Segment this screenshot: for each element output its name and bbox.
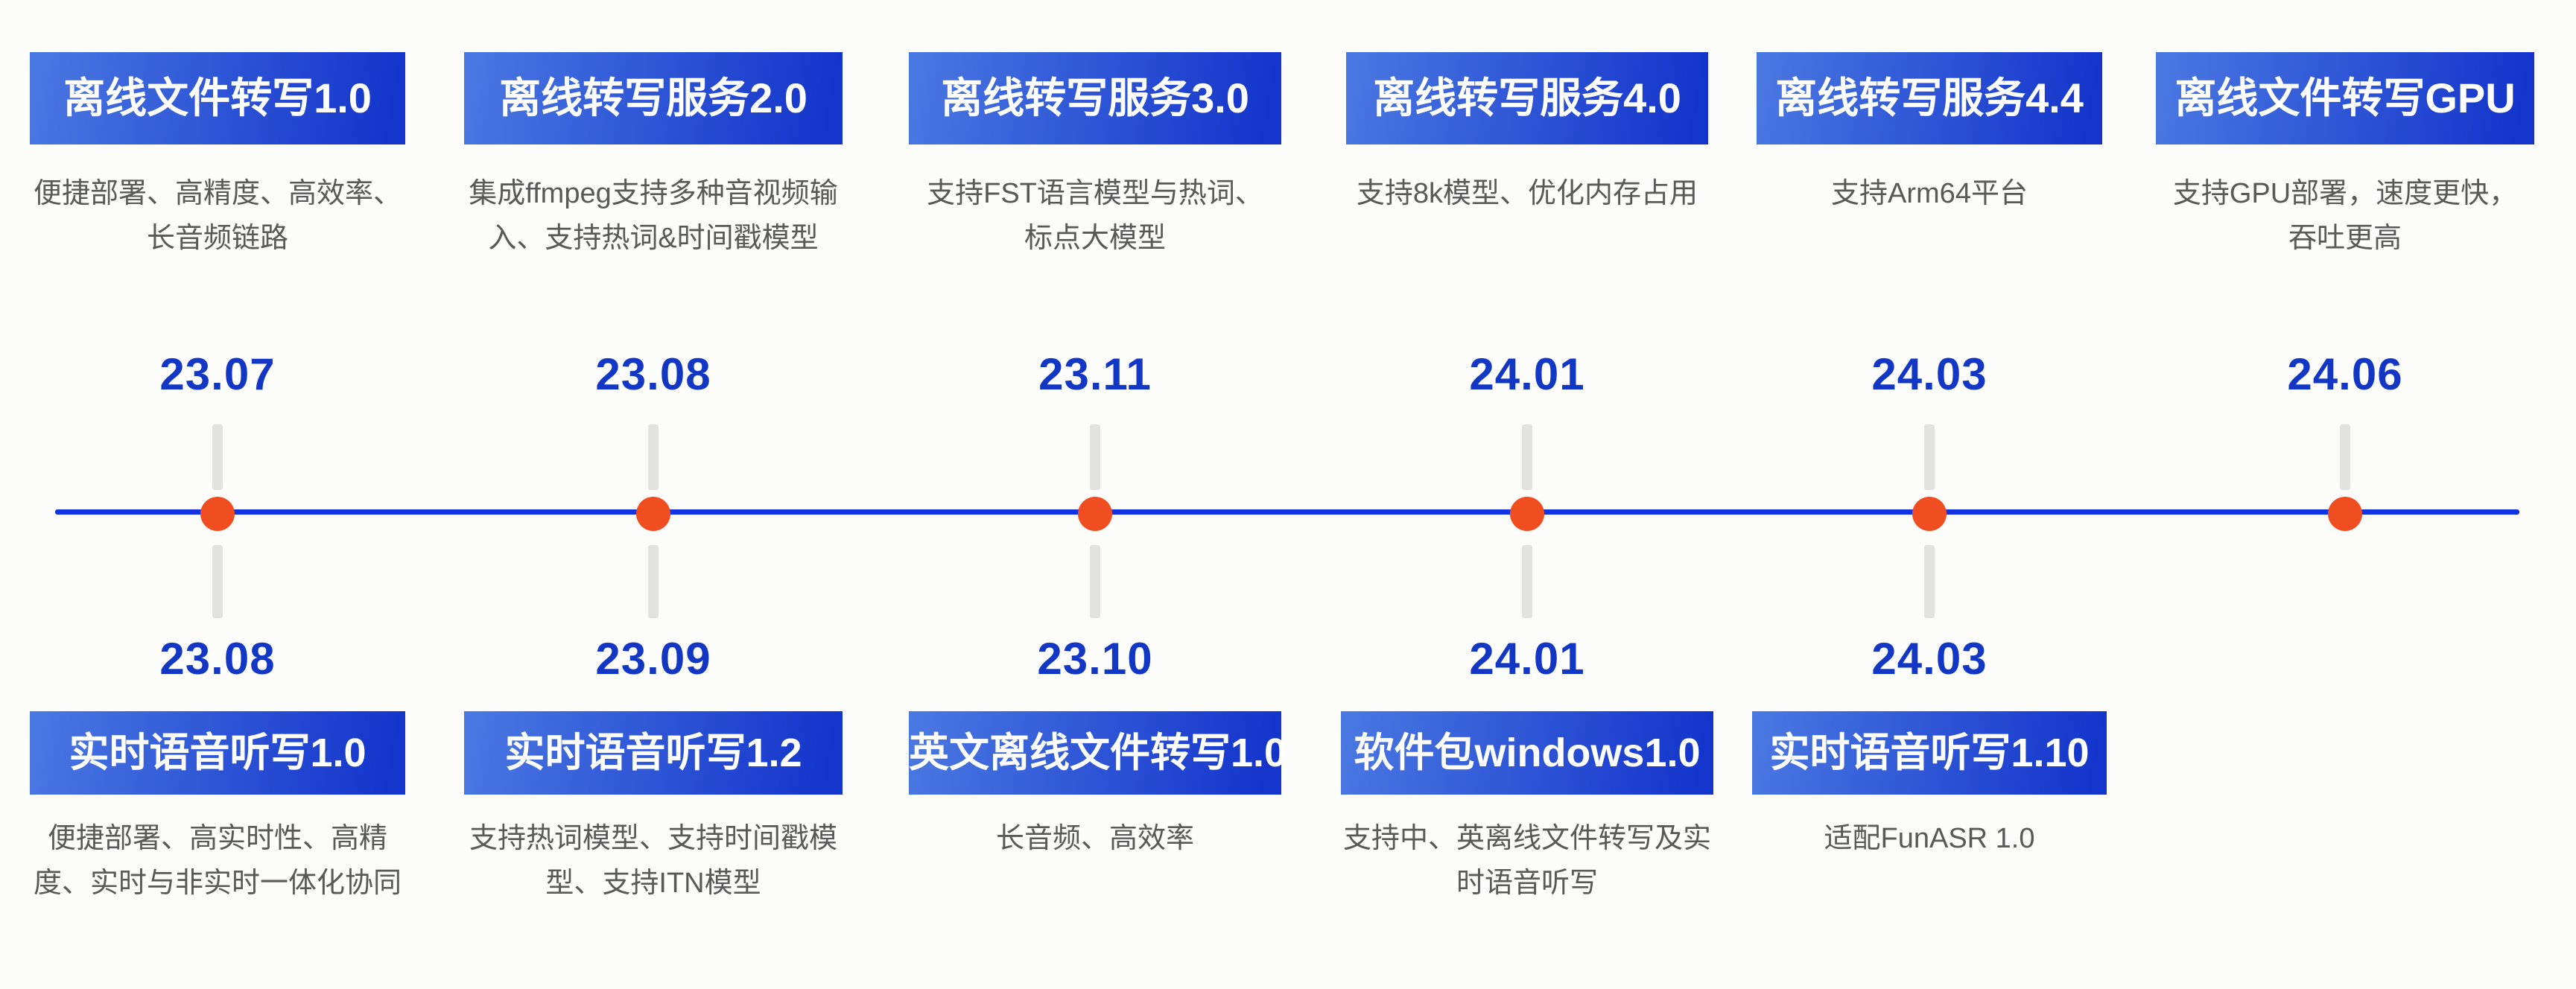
tick-mark xyxy=(1924,545,1935,618)
timeline-dot xyxy=(1510,497,1544,531)
bottom-release-desc: 支持热词模型、支持时间戳模 型、支持ITN模型 xyxy=(469,823,837,899)
top-release-desc: 集成ffmpeg支持多种音视频输 入、支持热词&时间戳模型 xyxy=(469,178,838,254)
bottom-release-desc: 适配FunASR 1.0 xyxy=(1824,823,2035,854)
top-release-badge: 离线文件转写1.0 xyxy=(30,52,405,144)
top-release-date: 23.08 xyxy=(595,349,711,399)
tick-mark xyxy=(212,424,223,490)
bottom-release-desc: 支持中、英离线文件转写及实 时语音听写 xyxy=(1342,823,1711,899)
timeline-dot xyxy=(1912,497,1947,531)
bottom-release-desc: 长音频、高效率 xyxy=(995,823,1194,854)
top-release-desc: 支持8k模型、优化内存占用 xyxy=(1356,178,1698,209)
tick-mark xyxy=(1090,424,1100,490)
top-release-desc: 便捷部署、高精度、高效率、 长音频链路 xyxy=(33,178,402,254)
timeline-column-6: 离线文件转写GPU 支持GPU部署，速度更快， 吞吐更高 24.06 xyxy=(2114,0,2576,989)
bottom-release-date: 23.09 xyxy=(595,634,711,684)
timeline-column-4: 离线转写服务4.0 支持8k模型、优化内存占用 24.01 24.01 软件包w… xyxy=(1296,0,1758,989)
bottom-release-badge: 英文离线文件转写1.0 xyxy=(909,711,1287,795)
tick-mark xyxy=(1090,545,1100,618)
top-release-badge: 离线转写服务3.0 xyxy=(909,52,1281,144)
top-release-badge: 离线转写服务4.4 xyxy=(1757,52,2102,144)
bottom-release-badge: 软件包windows1.0 xyxy=(1341,711,1713,795)
timeline-dot xyxy=(200,497,235,531)
timeline-dot xyxy=(1078,497,1112,531)
top-release-badge: 离线转写服务2.0 xyxy=(464,52,843,144)
bottom-release-date: 24.03 xyxy=(1871,634,1987,684)
tick-mark xyxy=(1522,424,1532,490)
timeline-dot xyxy=(636,497,670,531)
bottom-release-desc: 便捷部署、高实时性、高精 度、实时与非实时一体化协同 xyxy=(33,823,402,899)
bottom-release-date: 23.10 xyxy=(1037,634,1153,684)
tick-mark xyxy=(212,545,223,618)
bottom-release-badge: 实时语音听写1.0 xyxy=(30,711,405,795)
top-release-desc: 支持GPU部署，速度更快， 吞吐更高 xyxy=(2172,178,2518,254)
tick-mark xyxy=(1924,424,1935,490)
top-release-date: 23.07 xyxy=(159,349,276,399)
top-release-date: 24.06 xyxy=(2287,349,2403,399)
timeline-axis xyxy=(55,509,2519,515)
timeline-column-2: 离线转写服务2.0 集成ffmpeg支持多种音视频输 入、支持热词&时间戳模型 … xyxy=(422,0,884,989)
top-release-date: 23.11 xyxy=(1038,349,1152,399)
top-release-desc: 支持Arm64平台 xyxy=(1831,178,2028,209)
bottom-release-badge: 实时语音听写1.10 xyxy=(1752,711,2107,795)
top-release-date: 24.01 xyxy=(1469,349,1585,399)
tick-mark xyxy=(1522,545,1532,618)
timeline-dot xyxy=(2328,497,2362,531)
timeline-column-5: 离线转写服务4.4 支持Arm64平台 24.03 24.03 实时语音听写1.… xyxy=(1698,0,2160,989)
bottom-release-date: 23.08 xyxy=(159,634,276,684)
top-release-badge: 离线文件转写GPU xyxy=(2156,52,2534,144)
top-release-desc: 支持FST语言模型与热词、 标点大模型 xyxy=(927,178,1263,254)
bottom-release-date: 24.01 xyxy=(1469,634,1585,684)
timeline-column-1: 离线文件转写1.0 便捷部署、高精度、高效率、 长音频链路 23.07 23.0… xyxy=(0,0,448,989)
top-release-badge: 离线转写服务4.0 xyxy=(1346,52,1708,144)
tick-mark xyxy=(648,424,659,490)
bottom-release-badge: 实时语音听写1.2 xyxy=(464,711,843,795)
tick-mark xyxy=(2340,424,2350,490)
top-release-date: 24.03 xyxy=(1871,349,1987,399)
tick-mark xyxy=(648,545,659,618)
timeline-column-3: 离线转写服务3.0 支持FST语言模型与热词、 标点大模型 23.11 23.1… xyxy=(864,0,1326,989)
